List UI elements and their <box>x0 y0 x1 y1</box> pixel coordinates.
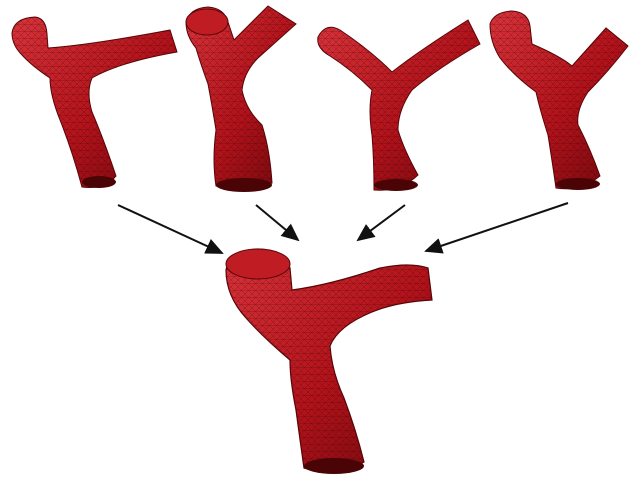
vessel-mesh-2 <box>186 6 296 192</box>
vessel-mesh-merged <box>226 249 432 474</box>
vessel-mesh-1 <box>12 17 177 188</box>
vessel-mesh-3 <box>318 20 480 191</box>
arrows <box>118 203 568 253</box>
arrow-3 <box>358 205 405 240</box>
arrow-1 <box>118 205 222 253</box>
arrow-2 <box>256 205 298 240</box>
arrow-4 <box>426 203 568 251</box>
vessel-mesh-4 <box>490 11 628 190</box>
